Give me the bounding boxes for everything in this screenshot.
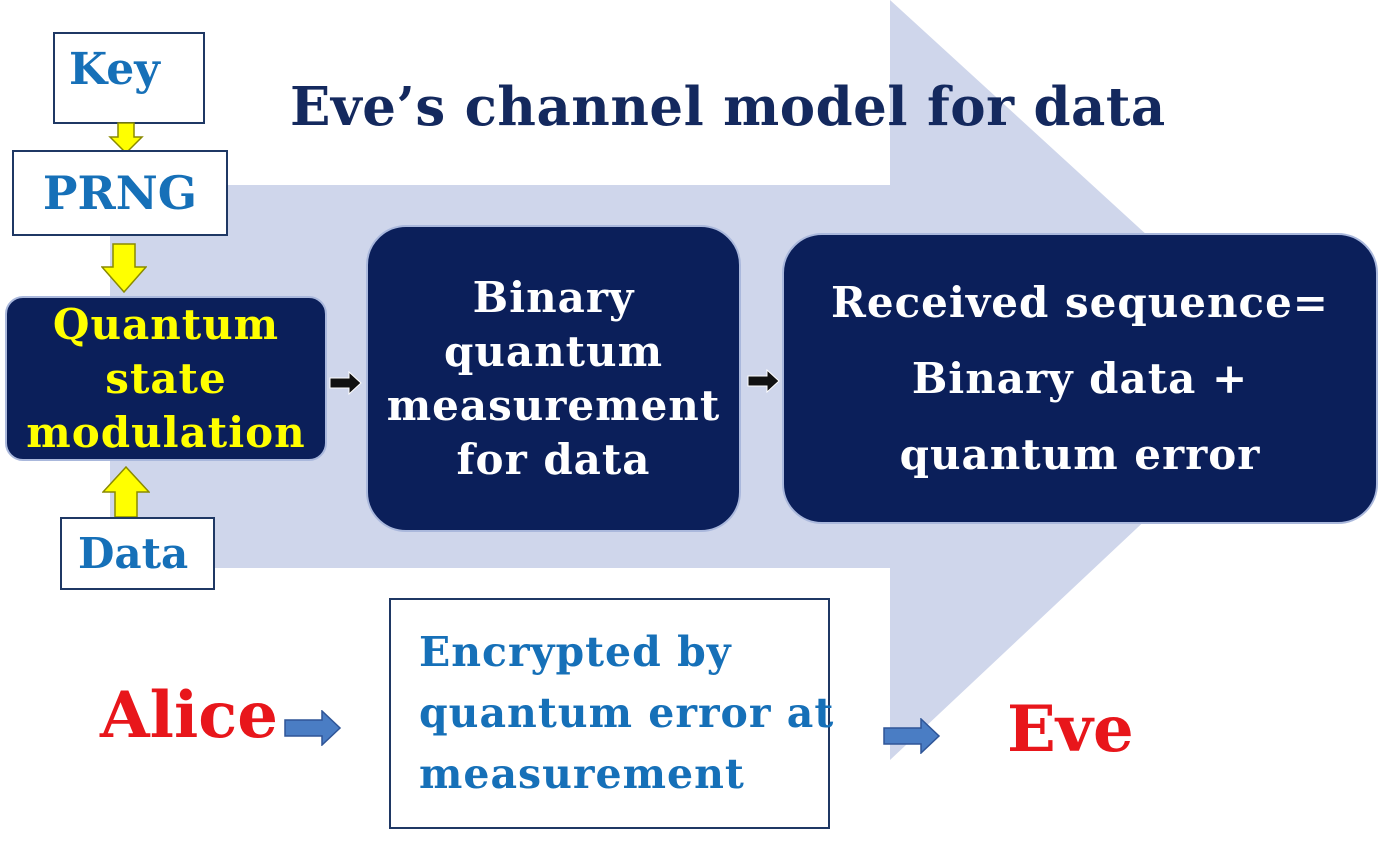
modulation-to-measurement-arrow xyxy=(329,371,362,395)
encryption-note-line-1: Encrypted by xyxy=(419,628,732,676)
measurement-line-1: Binary xyxy=(472,272,635,322)
prng-box: PRNG xyxy=(12,150,228,236)
key-to-prng-arrow xyxy=(108,122,144,154)
encryption-note-line-2: quantum error at xyxy=(419,689,835,737)
received-sequence-block: Received sequence= Binary data + quantum… xyxy=(782,233,1378,524)
alice-to-note-arrow xyxy=(284,710,342,746)
measurement-block: Binary quantum measurement for data xyxy=(366,225,741,532)
prng-label: PRNG xyxy=(42,166,198,220)
note-to-eve-arrow xyxy=(883,718,941,754)
encryption-note-box: Encrypted by quantum error at measuremen… xyxy=(389,598,835,829)
received-line-2: Binary data + xyxy=(911,353,1249,403)
data-label: Data xyxy=(78,529,189,578)
measurement-to-received-arrow xyxy=(747,369,780,393)
modulation-line-1: Quantum xyxy=(52,299,280,349)
encryption-note-line-3: measurement xyxy=(419,750,745,798)
received-line-1: Received sequence= xyxy=(830,277,1329,327)
key-box: Key xyxy=(53,32,205,124)
data-to-modulation-arrow xyxy=(102,466,150,518)
measurement-line-2: quantum xyxy=(443,326,664,376)
modulation-block: Quantum state modulation xyxy=(5,296,327,461)
key-label: Key xyxy=(69,44,160,95)
alice-label: Alice xyxy=(100,678,278,753)
received-line-3: quantum error xyxy=(899,429,1261,479)
measurement-line-4: for data xyxy=(456,434,651,484)
data-box: Data xyxy=(60,517,215,590)
diagram-title: Eve’s channel model for data xyxy=(290,76,1166,138)
modulation-line-3: modulation xyxy=(26,407,306,457)
measurement-line-3: measurement xyxy=(386,380,721,430)
eve-label: Eve xyxy=(1007,692,1134,767)
prng-to-modulation-arrow xyxy=(101,243,147,293)
modulation-line-2: state xyxy=(105,353,227,403)
